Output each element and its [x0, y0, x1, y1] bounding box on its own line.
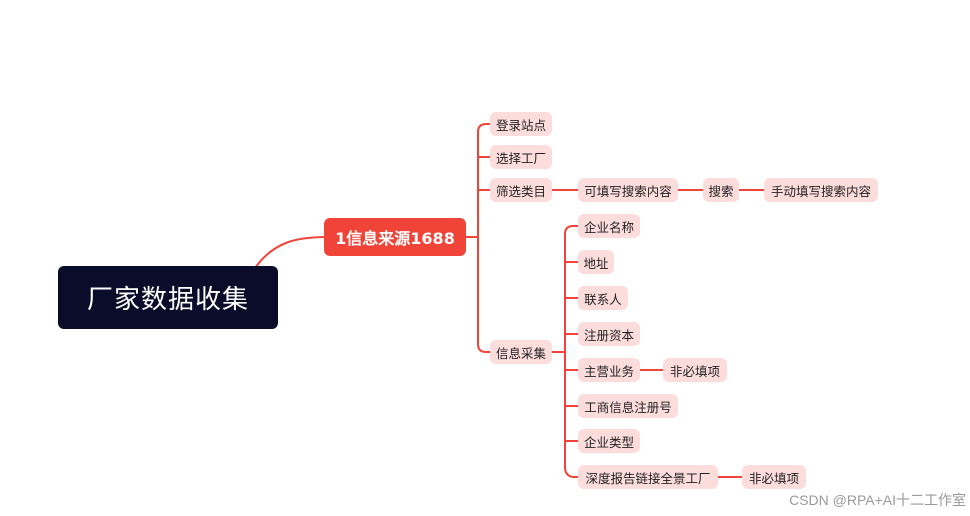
- branch-login[interactable]: 登录站点: [490, 112, 552, 136]
- root-node[interactable]: 厂家数据收集: [58, 266, 278, 329]
- collect-item-contact-label: 联系人: [584, 291, 622, 307]
- main-topic-node[interactable]: 1信息来源1688: [324, 218, 466, 256]
- collect-item-address[interactable]: 地址: [578, 250, 614, 274]
- collect-item-reg-no-label: 工商信息注册号: [584, 399, 672, 415]
- collect-item-report-label: 深度报告链接全景工厂: [585, 470, 711, 486]
- branch-select-factory-label: 选择工厂: [495, 150, 546, 166]
- collect-item-name-label: 企业名称: [583, 219, 634, 235]
- collect-item-business[interactable]: 主营业务: [578, 358, 640, 382]
- collect-item-reg-no[interactable]: 工商信息注册号: [578, 394, 678, 418]
- collect-item-address-label: 地址: [583, 255, 609, 271]
- optional-business-label: 非必填项: [669, 363, 720, 379]
- collect-item-name[interactable]: 企业名称: [578, 214, 640, 238]
- filter-search-node[interactable]: 搜索: [703, 178, 739, 202]
- branch-collect-label: 信息采集: [495, 345, 546, 361]
- collect-item-report[interactable]: 深度报告链接全景工厂: [578, 465, 718, 489]
- optional-business-node[interactable]: 非必填项: [663, 358, 727, 382]
- branch-collect[interactable]: 信息采集: [490, 340, 552, 364]
- collect-item-business-label: 主营业务: [583, 363, 634, 379]
- branch-filter-label: 筛选类目: [495, 183, 546, 199]
- branch-login-label: 登录站点: [495, 117, 546, 133]
- collect-item-type[interactable]: 企业类型: [578, 429, 640, 453]
- filter-manual-node[interactable]: 手动填写搜索内容: [764, 178, 878, 202]
- root-label: 厂家数据收集: [86, 285, 249, 315]
- filter-search-label: 搜索: [708, 183, 734, 199]
- filter-manual-label: 手动填写搜索内容: [770, 183, 871, 199]
- collect-item-capital-label: 注册资本: [583, 327, 634, 343]
- optional-report-label: 非必填项: [748, 470, 799, 486]
- collect-item-contact[interactable]: 联系人: [578, 286, 628, 310]
- branch-filter[interactable]: 筛选类目: [490, 178, 552, 202]
- optional-report-node[interactable]: 非必填项: [742, 465, 806, 489]
- branch-select-factory[interactable]: 选择工厂: [490, 145, 552, 169]
- main-topic-label: 1信息来源1688: [335, 229, 455, 248]
- watermark-text: CSDN @RPA+AI十二工作室: [789, 492, 966, 508]
- collect-item-capital[interactable]: 注册资本: [578, 322, 640, 346]
- filter-input-label: 可填写搜索内容: [584, 183, 672, 199]
- filter-input-node[interactable]: 可填写搜索内容: [578, 178, 678, 202]
- collect-item-type-label: 企业类型: [583, 434, 634, 450]
